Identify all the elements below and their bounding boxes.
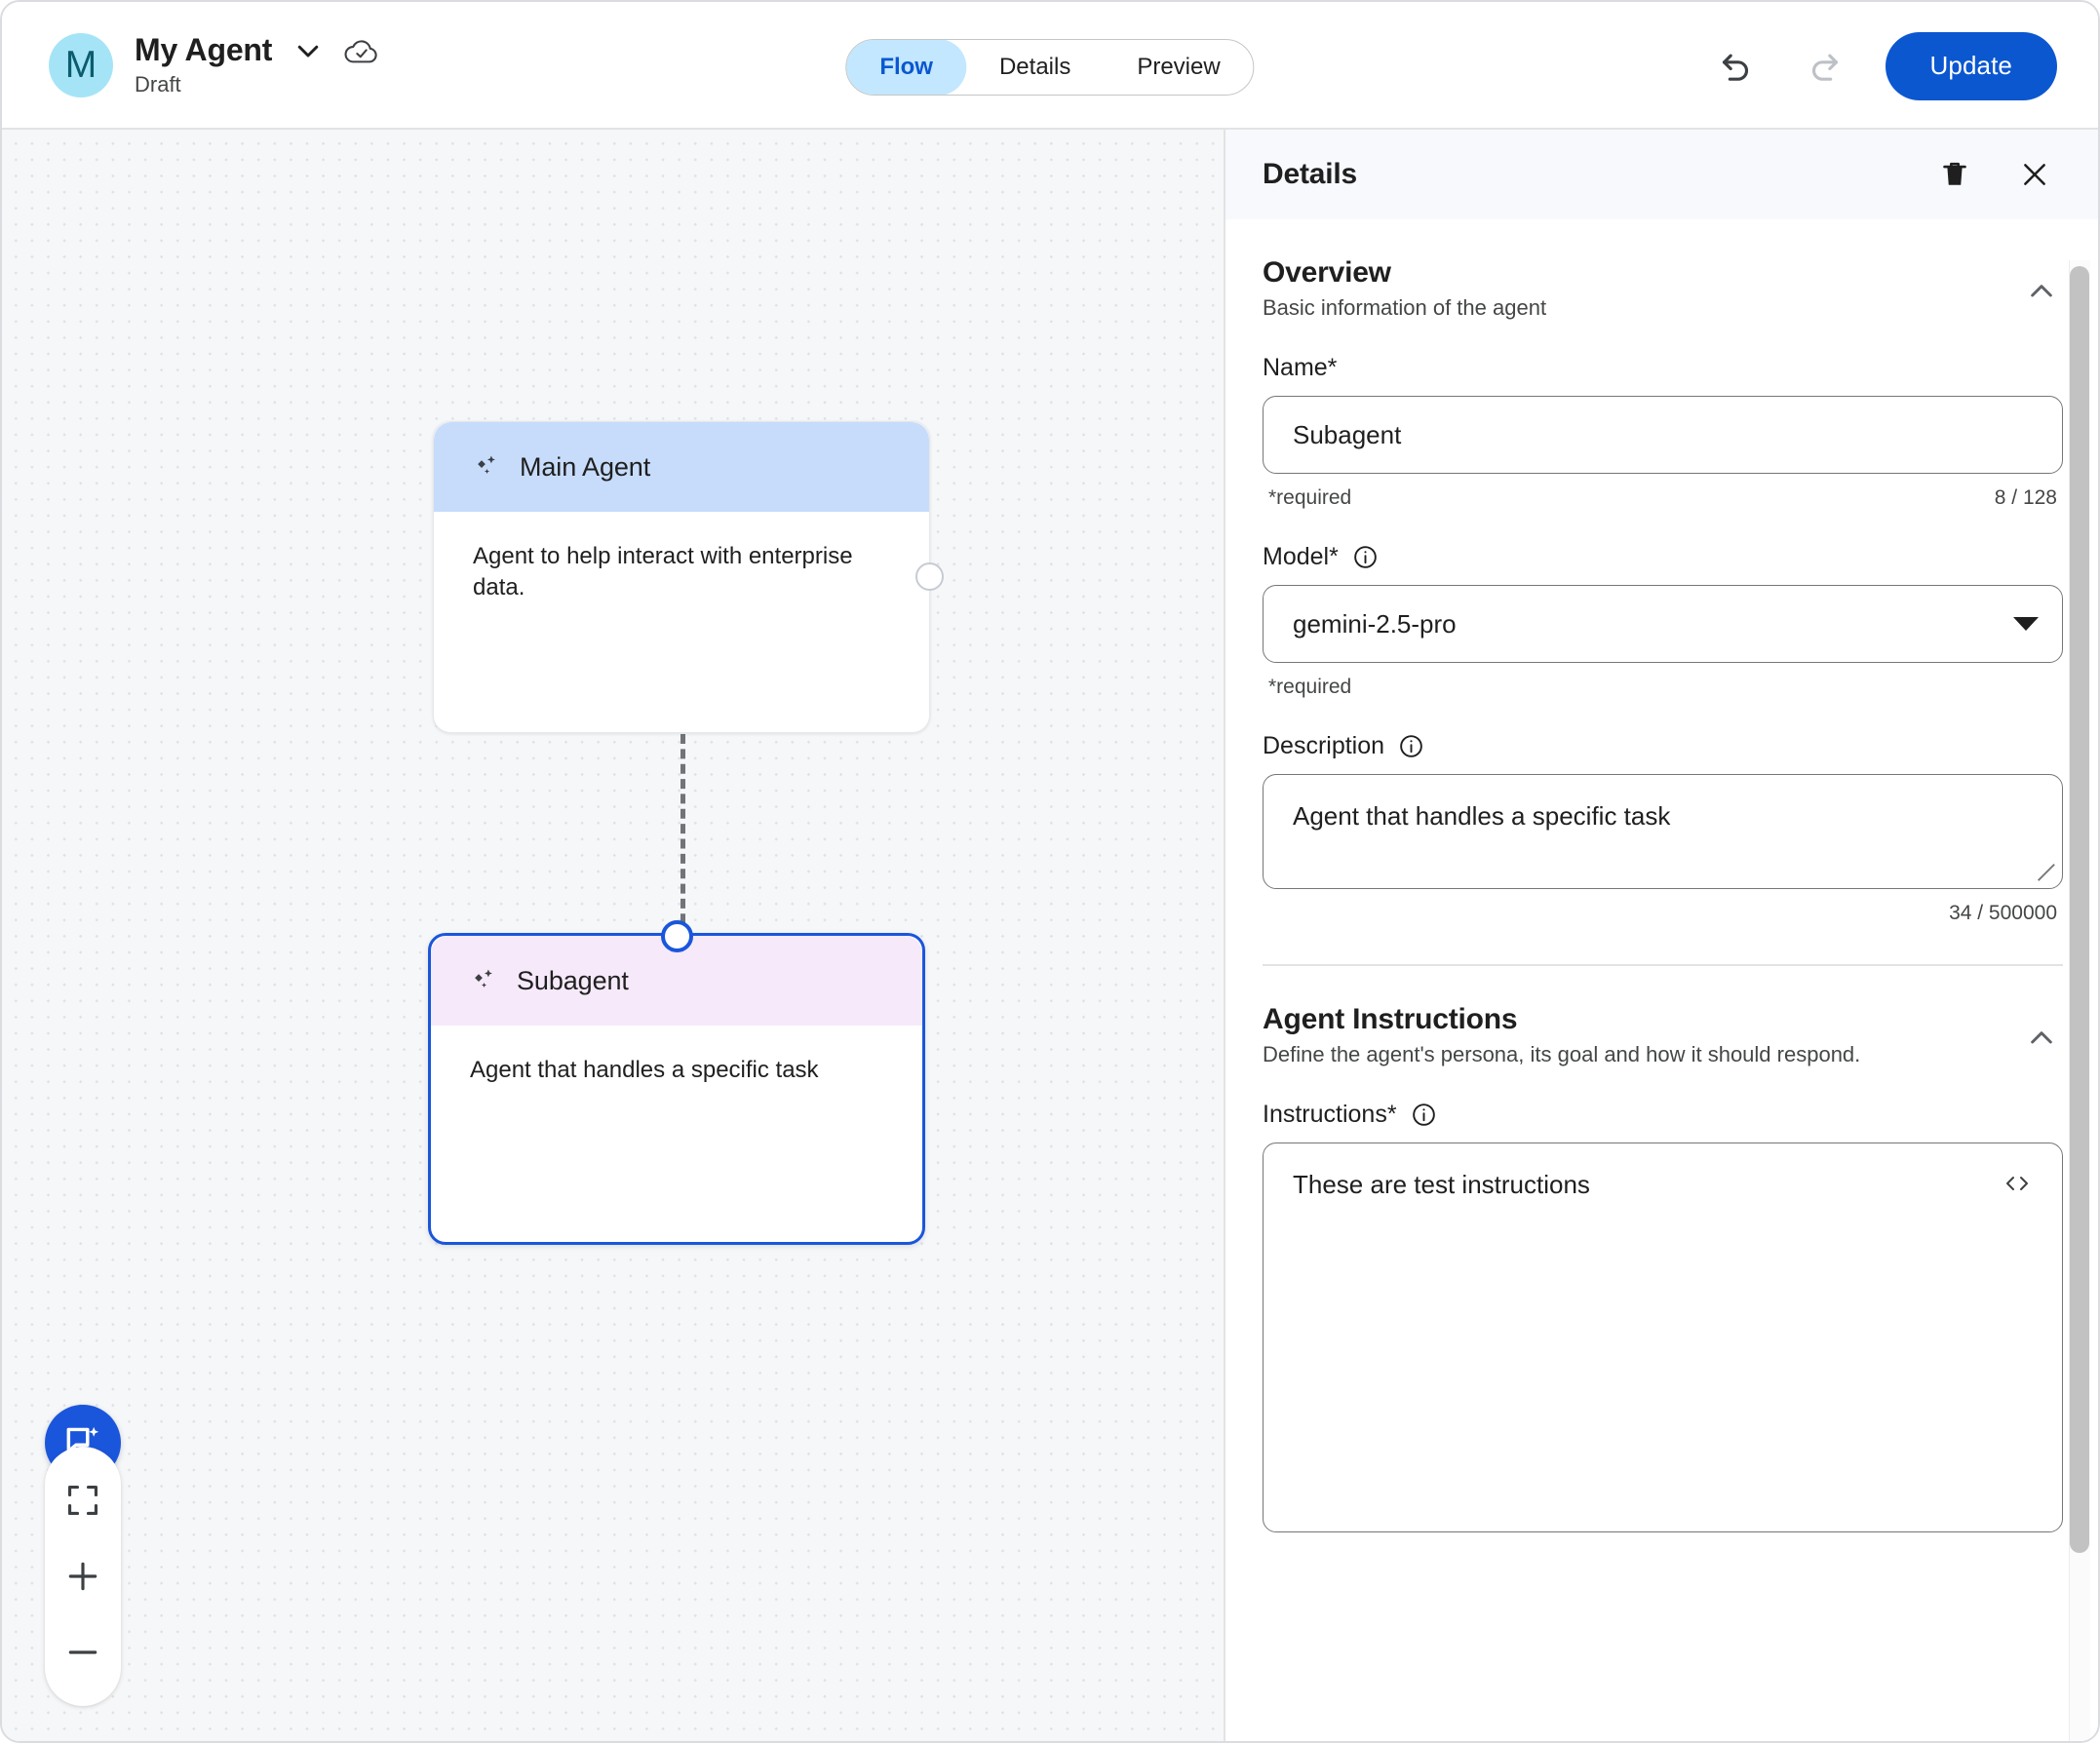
cloud-done-icon xyxy=(344,33,379,68)
instructions-textarea-value: These are test instructions xyxy=(1293,1169,1590,1199)
edge-main-to-sub xyxy=(681,734,685,953)
instructions-field-group: Instructions* These are test instruction… xyxy=(1263,1101,2063,1532)
canvas-zoom-controls xyxy=(45,1447,121,1706)
fit-to-screen-button[interactable] xyxy=(45,1462,121,1538)
model-select-value: gemini-2.5-pro xyxy=(1293,608,1457,639)
description-label: Description xyxy=(1263,732,2063,760)
model-helper-text: *required xyxy=(1268,676,1352,698)
model-field-group: Model* gemini-2.5-pro *required xyxy=(1263,543,2063,699)
view-tabs: Flow Details Preview xyxy=(845,39,1255,96)
status-badge: Draft xyxy=(135,72,181,97)
top-bar: M My Agent Draft Flo xyxy=(2,2,2098,130)
instructions-label-text: Instructions* xyxy=(1263,1100,1397,1128)
description-char-counter: 34 / 500000 xyxy=(1949,902,2057,924)
description-label-text: Description xyxy=(1263,732,1385,759)
redo-icon xyxy=(1811,54,1838,81)
avatar: M xyxy=(49,32,113,97)
overview-collapse-button[interactable] xyxy=(2020,270,2063,313)
node-description: Agent that handles a specific task xyxy=(470,1057,819,1083)
model-select[interactable]: gemini-2.5-pro xyxy=(1263,585,2063,663)
sparkle-icon xyxy=(475,969,492,988)
close-button[interactable] xyxy=(2014,154,2055,195)
flow-canvas[interactable]: Main Agent Agent to help interact with e… xyxy=(2,130,1224,1741)
description-field-group: Description Agent that handles a specifi… xyxy=(1263,732,2063,925)
code-brackets-icon xyxy=(2006,1176,2028,1190)
info-icon[interactable] xyxy=(1352,544,1379,570)
panel-scrollbar-track[interactable] xyxy=(2069,260,2090,1741)
tab-preview[interactable]: Preview xyxy=(1137,54,1221,80)
node-header: Main Agent xyxy=(434,422,929,512)
name-char-counter: 8 / 128 xyxy=(1994,486,2057,509)
close-icon xyxy=(2024,164,2045,185)
name-input-value: Subagent xyxy=(1293,419,1402,449)
name-label-text: Name* xyxy=(1263,354,1338,381)
details-title: Details xyxy=(1263,158,1357,190)
description-textarea[interactable]: Agent that handles a specific task xyxy=(1263,774,2063,889)
details-panel: Details O xyxy=(1224,130,2098,1741)
name-field-group: Name* Subagent *required 8 / 128 xyxy=(1263,354,2063,510)
name-label: Name* xyxy=(1263,354,2063,382)
instructions-section-header: Agent Instructions Define the agent's pe… xyxy=(1263,966,2063,1067)
node-input-handle[interactable] xyxy=(661,920,693,952)
info-icon[interactable] xyxy=(1398,733,1424,759)
name-helper-text: *required xyxy=(1268,486,1352,509)
chat-sparkle-icon xyxy=(66,1426,99,1453)
zoom-in-button[interactable] xyxy=(45,1538,121,1614)
node-title: Subagent xyxy=(517,965,629,995)
instructions-section-title: Agent Instructions xyxy=(1263,1002,1518,1035)
node-header: Subagent xyxy=(431,936,922,1026)
node-subagent[interactable]: Subagent Agent that handles a specific t… xyxy=(428,920,925,1245)
dropdown-caret-icon xyxy=(2013,617,2039,631)
name-input[interactable]: Subagent xyxy=(1263,396,2063,474)
chevron-up-icon xyxy=(2031,1030,2052,1044)
redo-button[interactable] xyxy=(1798,40,1850,93)
zoom-out-button[interactable] xyxy=(45,1614,121,1690)
model-label: Model* xyxy=(1263,543,2063,571)
node-output-handle[interactable] xyxy=(915,562,944,591)
instructions-label: Instructions* xyxy=(1263,1101,2063,1129)
plus-icon xyxy=(68,1562,97,1591)
chevron-down-icon[interactable] xyxy=(293,36,323,65)
top-actions: Update xyxy=(1710,2,2057,130)
tab-flow[interactable]: Flow xyxy=(846,40,966,95)
details-panel-header: Details xyxy=(1225,130,2098,219)
minus-icon xyxy=(68,1650,97,1654)
section-divider xyxy=(1263,964,2063,966)
node-description: Agent to help interact with enterprise d… xyxy=(473,543,853,600)
undo-icon xyxy=(1722,54,1748,81)
model-label-text: Model* xyxy=(1263,543,1339,570)
chevron-up-icon xyxy=(2031,285,2052,297)
tab-details[interactable]: Details xyxy=(998,54,1071,80)
overview-section-header: Overview Basic information of the agent xyxy=(1263,219,2063,321)
node-title: Main Agent xyxy=(520,451,651,482)
page-title: My Agent xyxy=(135,32,273,67)
sparkle-icon xyxy=(478,455,495,474)
fit-to-screen-icon xyxy=(67,1485,98,1516)
overview-title: Overview xyxy=(1263,256,1391,289)
details-panel-body: Overview Basic information of the agent … xyxy=(1225,219,2098,1741)
instructions-collapse-button[interactable] xyxy=(2020,1017,2063,1060)
agent-brand: M My Agent Draft xyxy=(49,32,379,97)
delete-button[interactable] xyxy=(1934,154,1975,195)
description-textarea-value: Agent that handles a specific task xyxy=(1293,801,1671,831)
trash-icon xyxy=(1943,162,1966,185)
resize-handle[interactable] xyxy=(2035,861,2056,882)
undo-button[interactable] xyxy=(1710,40,1763,93)
node-main-agent[interactable]: Main Agent Agent to help interact with e… xyxy=(433,421,944,733)
code-view-toggle-button[interactable] xyxy=(1998,1167,2037,1200)
instructions-section-subtitle: Define the agent's persona, its goal and… xyxy=(1263,1041,1861,1066)
info-icon[interactable] xyxy=(1411,1102,1437,1128)
overview-subtitle: Basic information of the agent xyxy=(1263,295,1547,320)
panel-scrollbar-thumb[interactable] xyxy=(2070,266,2089,1553)
update-button[interactable]: Update xyxy=(1885,31,2057,100)
instructions-textarea[interactable]: These are test instructions xyxy=(1263,1142,2063,1532)
